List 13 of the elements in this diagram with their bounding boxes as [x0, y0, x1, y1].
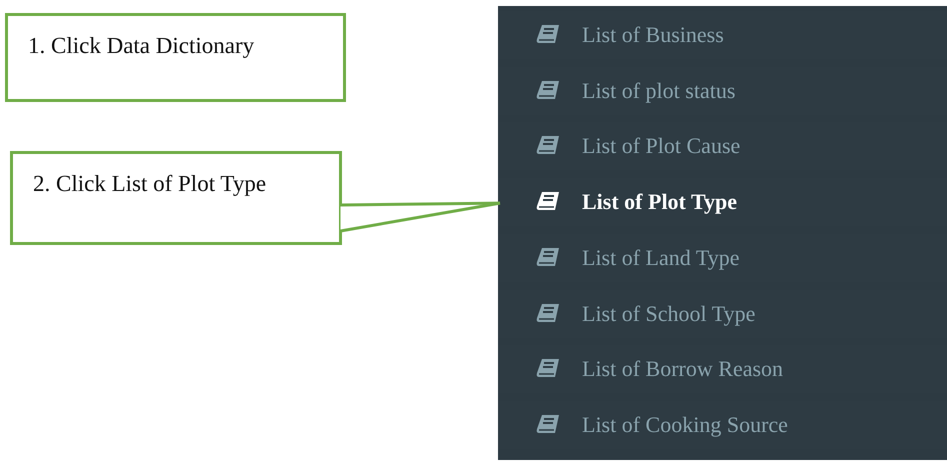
menu-label: List of Cooking Source — [582, 412, 788, 438]
menu-label: List of Land Type — [582, 244, 740, 271]
callout-text: 2. Click List of Plot Type — [33, 171, 266, 197]
callout-box — [10, 151, 342, 245]
menu-label: List of Plot Type — [582, 189, 738, 216]
menu-label: List of Plot Cause — [582, 133, 740, 160]
menu-label: List of Borrow Reason — [582, 356, 784, 382]
menu-label: List of School Type — [582, 300, 756, 326]
menu-label: List of Business — [582, 22, 724, 48]
menu-label: List of plot status — [582, 78, 736, 104]
sidebar-menu-panel — [498, 6, 947, 460]
callout-text: 1. Click Data Dictionary — [28, 33, 254, 59]
callout-box — [5, 13, 346, 102]
